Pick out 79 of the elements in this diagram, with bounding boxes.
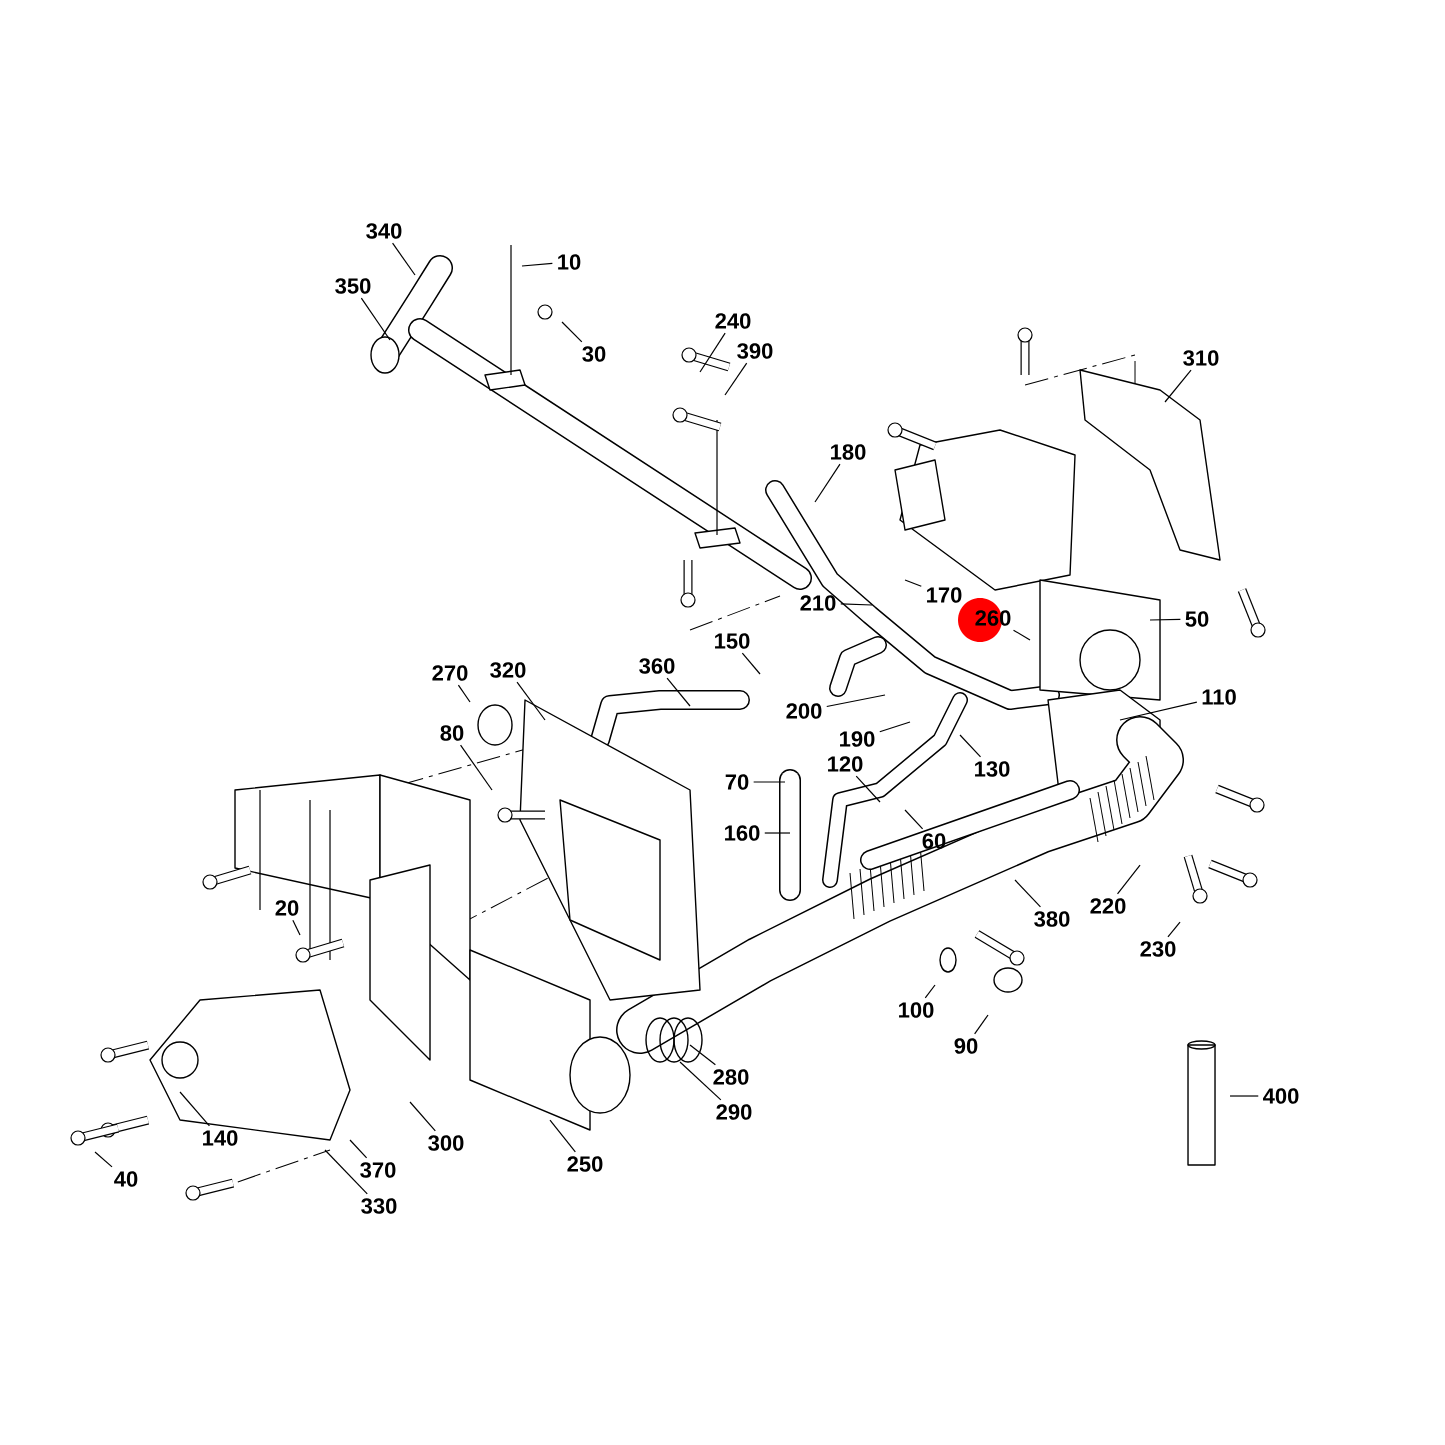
callout-number: 290: [716, 1104, 752, 1120]
callout-number: 50: [1185, 611, 1209, 627]
leader-line: [521, 262, 553, 267]
callout-number: 130: [975, 761, 1010, 777]
leader-line: [974, 1014, 989, 1035]
leader-line: [360, 297, 391, 341]
callout-number: 190: [840, 731, 875, 747]
leader-line: [1167, 921, 1181, 938]
callout-number: 280: [713, 1069, 749, 1085]
callout-number: 60: [922, 833, 946, 849]
leader-line: [689, 1044, 716, 1066]
leader-line: [1229, 1095, 1259, 1097]
callout-number: 150: [715, 633, 750, 649]
leader-line: [292, 919, 301, 936]
leader-line: [879, 721, 911, 733]
callout-number: 170: [927, 587, 962, 603]
callout-number: 250: [567, 1156, 603, 1172]
leader-line: [699, 332, 726, 373]
leader-line: [549, 1119, 576, 1153]
leader-line: [1149, 618, 1181, 621]
leader-line: [324, 1149, 368, 1195]
leader-line: [1164, 369, 1192, 403]
leader-line: [349, 1139, 368, 1159]
callout-number: 160: [725, 825, 760, 841]
callout-number: 350: [335, 278, 371, 294]
callout-number: 360: [639, 658, 675, 674]
callout-number: 180: [831, 444, 866, 460]
leader-line: [179, 1091, 210, 1127]
leader-line: [741, 652, 761, 675]
leader-line: [516, 681, 546, 721]
callout-number: 330: [361, 1198, 397, 1214]
leader-line: [924, 984, 936, 999]
callout-number: 390: [737, 343, 773, 359]
callout-number: 220: [1090, 898, 1126, 914]
callout-number: 380: [1034, 911, 1070, 927]
callout-number: 320: [490, 662, 526, 678]
leader-line: [855, 775, 881, 803]
leader-line: [459, 744, 493, 791]
leader-line: [679, 1061, 722, 1101]
callout-number: 40: [114, 1171, 138, 1187]
leader-line: [409, 1101, 436, 1132]
callout-number: 210: [800, 595, 836, 611]
callout-number: 20: [275, 900, 299, 916]
leader-line: [904, 809, 924, 830]
callout-number: 10: [558, 254, 581, 270]
leader-line: [764, 832, 791, 834]
callout-number: 140: [203, 1130, 238, 1146]
leader-line: [959, 734, 982, 758]
leader-line: [457, 684, 471, 703]
leader-line: [94, 1151, 113, 1168]
callout-number: 200: [786, 703, 822, 719]
callout-number: 70: [725, 774, 749, 790]
leader-line: [753, 781, 786, 783]
leader-line: [1119, 701, 1198, 721]
callout-number: 340: [366, 223, 402, 239]
callout-number: 90: [954, 1038, 978, 1054]
callout-number: 270: [432, 665, 468, 681]
leader-line: [826, 694, 886, 708]
callout-number: 370: [360, 1162, 396, 1178]
callout-number: 120: [828, 756, 863, 772]
callout-number: 30: [582, 346, 606, 362]
leader-line: [904, 579, 922, 587]
callout-number: 230: [1140, 941, 1176, 957]
callout-number: 400: [1263, 1088, 1299, 1104]
leader-line: [561, 321, 583, 343]
callout-number: 240: [715, 313, 751, 329]
leader-line: [1116, 864, 1141, 895]
callout-number: 110: [1202, 689, 1236, 705]
leader-line: [666, 677, 691, 707]
callout-number: 80: [440, 725, 464, 741]
leader-line: [840, 603, 873, 606]
leader-line: [392, 242, 416, 276]
leader-line: [1012, 629, 1031, 641]
leader-line: [1014, 879, 1042, 908]
leader-line: [814, 463, 841, 503]
callout-number: 310: [1183, 350, 1219, 366]
leader-line: [724, 362, 748, 396]
callout-number: 100: [899, 1002, 934, 1018]
callout-number: 300: [428, 1135, 464, 1151]
